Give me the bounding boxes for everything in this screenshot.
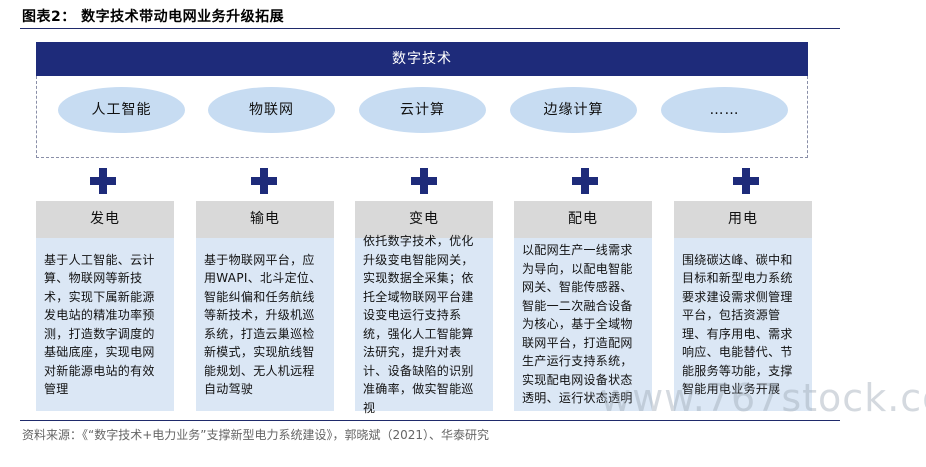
tech-oval-ai: 人工智能 bbox=[58, 87, 185, 133]
title-rule bbox=[20, 28, 840, 29]
figure-title: 图表2： 数字技术带动电网业务升级拓展 bbox=[22, 9, 285, 25]
plus-icon bbox=[411, 168, 437, 194]
column-text-distribution: 以配网生产一线需求为导向，以配电智能网关、智能传感器、智能一二次融合设备为核心，… bbox=[522, 243, 633, 406]
source-note: 资料来源：《“数字技术+电力业务”支撑新型电力系统建设》，郭晓斌（2021）、华… bbox=[22, 428, 490, 442]
column-head-consumption: 用电 bbox=[674, 201, 812, 238]
tech-group-dashed-box bbox=[36, 76, 808, 158]
plus-icon bbox=[733, 168, 759, 194]
column-body-distribution: 以配网生产一线需求为导向，以配电智能网关、智能传感器、智能一二次融合设备为核心，… bbox=[514, 238, 652, 411]
column-body-consumption: 围绕碳达峰、碳中和目标和新型电力系统要求建设需求侧管理平台，包括资源管理、有序用… bbox=[674, 238, 812, 411]
column-text-generation: 基于人工智能、云计算、物联网等新技术，实现下属新能源发电站的精准功率预测，打造数… bbox=[44, 252, 155, 397]
plus-icon bbox=[572, 168, 598, 194]
column-body-substation: 依托数字技术，优化升级变电智能网关，实现数据全采集；依托全域物联网平台建设变电运… bbox=[355, 234, 493, 415]
column-text-substation: 依托数字技术，优化升级变电智能网关，实现数据全采集；依托全域物联网平台建设变电运… bbox=[363, 234, 474, 415]
tech-oval-edge: 边缘计算 bbox=[510, 87, 637, 133]
tech-oval-more: …… bbox=[661, 87, 788, 133]
digital-tech-banner: 数字技术 bbox=[36, 42, 808, 76]
column-head-substation: 变电 bbox=[355, 201, 493, 238]
column-head-distribution: 配电 bbox=[514, 201, 652, 238]
column-body-generation: 基于人工智能、云计算、物联网等新技术，实现下属新能源发电站的精准功率预测，打造数… bbox=[36, 238, 174, 411]
column-head-transmission: 输电 bbox=[196, 201, 334, 238]
plus-icon bbox=[251, 168, 277, 194]
plus-icon bbox=[90, 168, 116, 194]
watermark: www.767stock.com bbox=[600, 376, 926, 420]
tech-oval-iot: 物联网 bbox=[208, 87, 335, 133]
column-head-generation: 发电 bbox=[36, 201, 174, 238]
source-rule bbox=[20, 420, 840, 421]
tech-oval-cloud: 云计算 bbox=[359, 87, 486, 133]
column-text-transmission: 基于物联网平台，应用WAPI、北斗定位、智能纠偏和任务航线等新技术，升级机巡系统… bbox=[204, 252, 322, 397]
column-text-consumption: 围绕碳达峰、碳中和目标和新型电力系统要求建设需求侧管理平台，包括资源管理、有序用… bbox=[682, 252, 793, 397]
column-body-transmission: 基于物联网平台，应用WAPI、北斗定位、智能纠偏和任务航线等新技术，升级机巡系统… bbox=[196, 238, 334, 411]
